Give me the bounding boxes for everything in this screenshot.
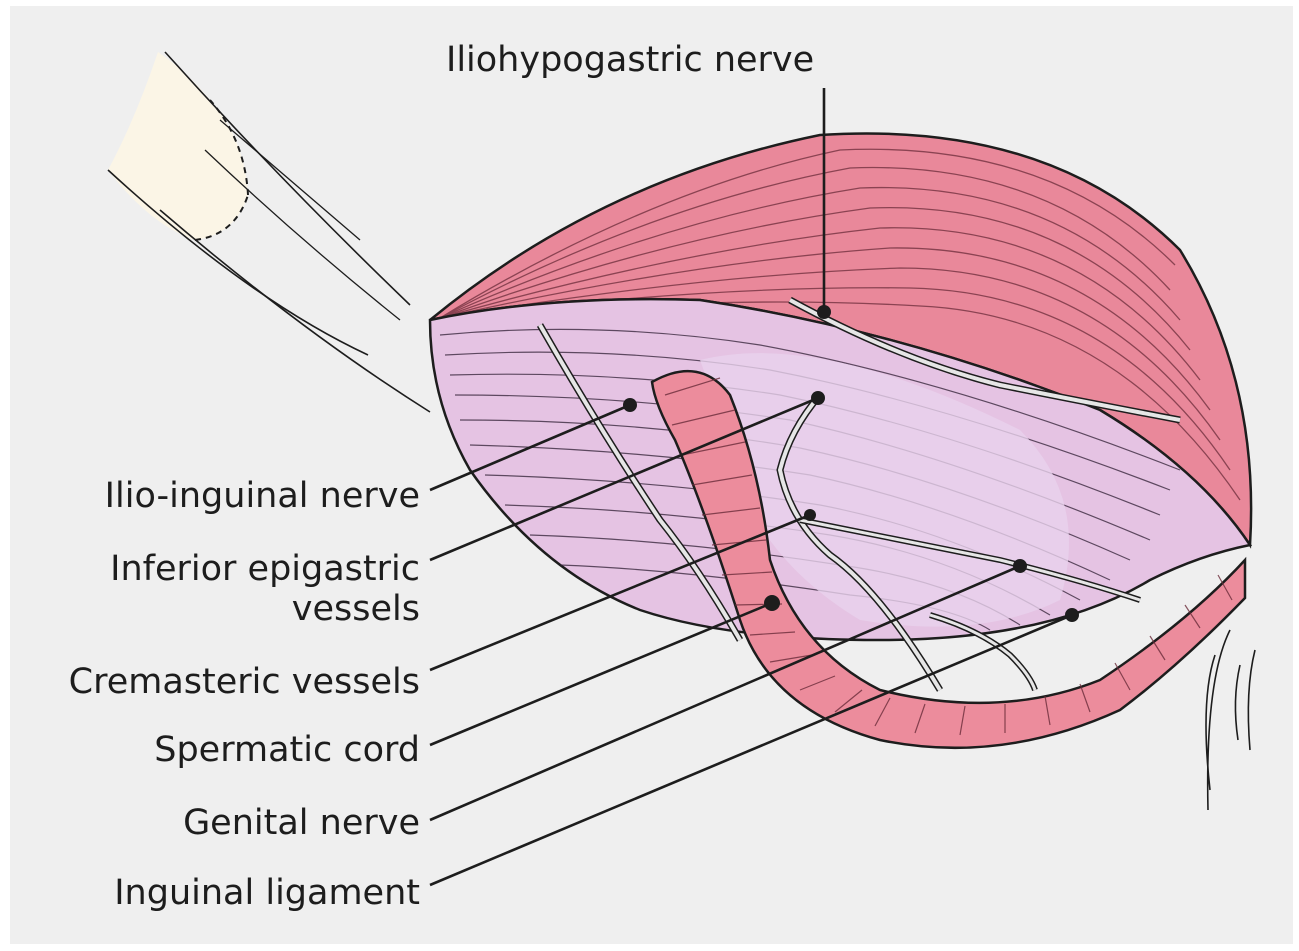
skin-flap	[108, 52, 430, 412]
label-spermatic-cord: Spermatic cord	[154, 730, 420, 770]
label-inferior-epigastric-vessels: Inferior epigastric vessels	[110, 549, 420, 629]
label-iliohypogastric-nerve: Iliohypogastric nerve	[446, 40, 814, 80]
label-genital-nerve: Genital nerve	[183, 803, 420, 843]
label-ilio-inguinal-nerve: Ilio-inguinal nerve	[105, 476, 420, 516]
leader-inguinal-ligament	[430, 615, 1072, 885]
label-cremasteric-vessels: Cremasteric vessels	[69, 662, 420, 702]
label-inguinal-ligament: Inguinal ligament	[114, 873, 420, 913]
label-inferior-epigastric-line2: vessels	[110, 589, 420, 629]
leader-spermatic-cord	[430, 603, 772, 745]
right-edge-lines	[1206, 630, 1255, 810]
label-inferior-epigastric-line1: Inferior epigastric	[110, 549, 420, 589]
